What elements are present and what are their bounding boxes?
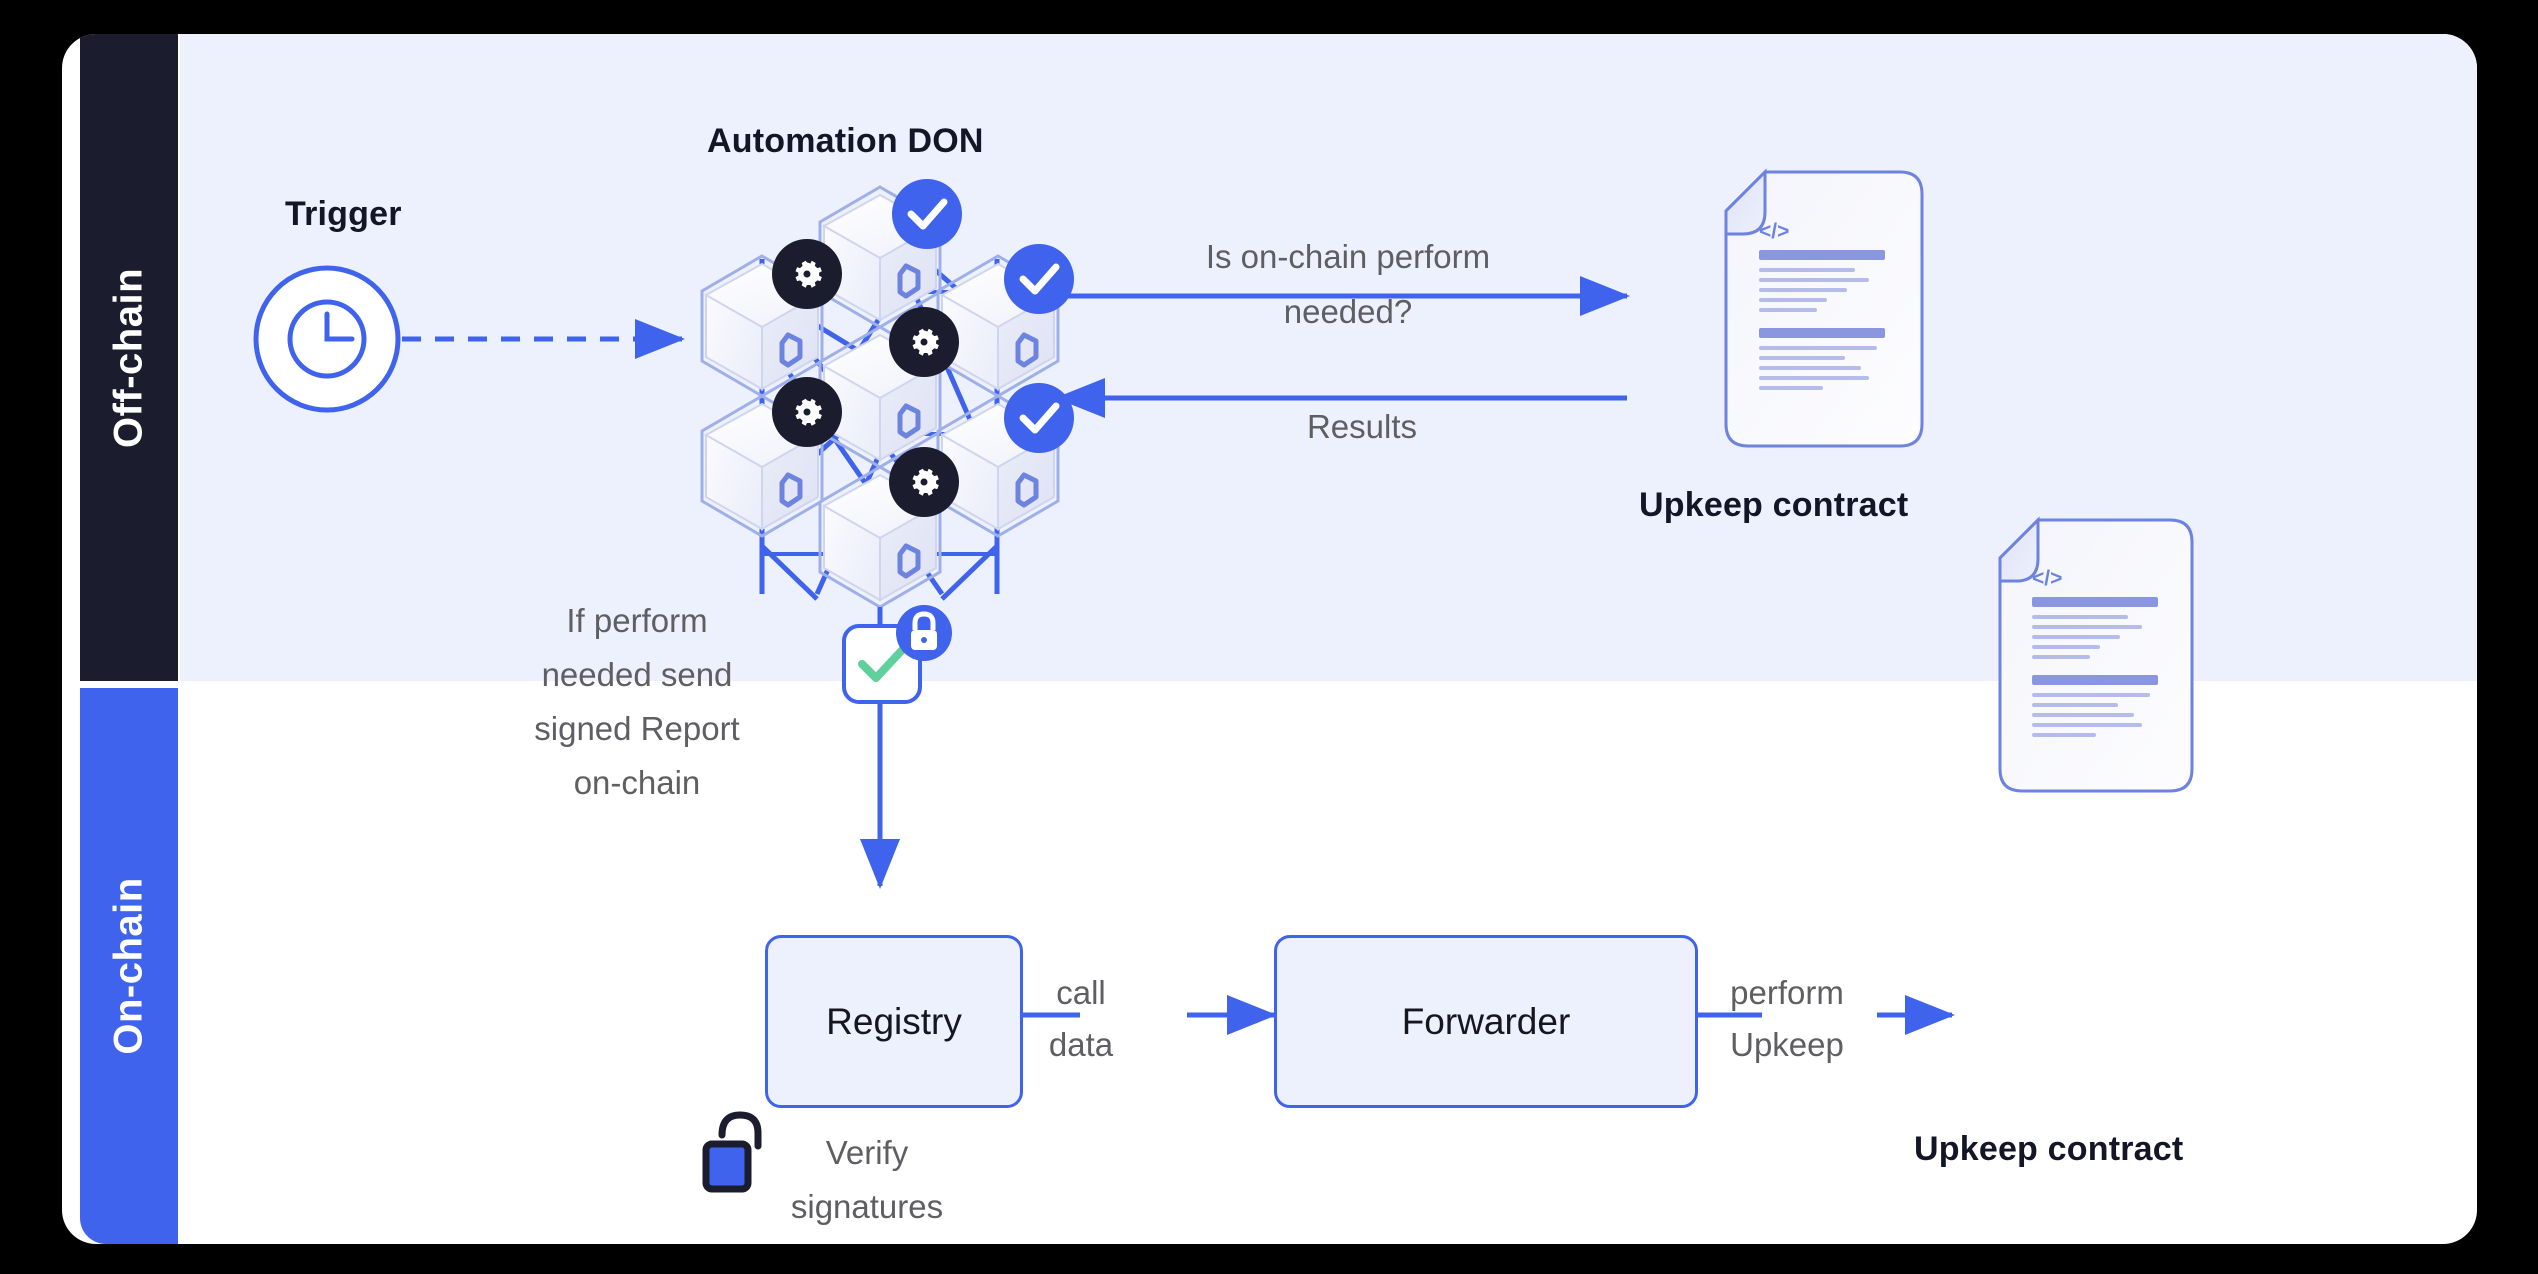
lock-open-icon bbox=[702, 1111, 762, 1193]
svg-text:</>: </> bbox=[1759, 220, 1789, 243]
diagram-card: Off-chain On-chain bbox=[62, 34, 2477, 1244]
gear-circle-icon bbox=[772, 377, 842, 447]
lane-label-off-chain: Off-chain bbox=[80, 34, 178, 681]
edge-label-signed-report-line3: signed Report bbox=[534, 710, 740, 747]
edge-label-signed-report-line4: on-chain bbox=[573, 764, 701, 801]
edge-label-verify-signatures-line1: Verify bbox=[825, 1134, 909, 1171]
diagram-vector-layer: </> bbox=[253, 168, 2194, 1193]
forwarder-label: Forwarder bbox=[1401, 1000, 1571, 1042]
edge-label-signed-report-line2: needed send bbox=[541, 656, 733, 693]
edge-label-is-perform-needed-line2: needed? bbox=[1283, 293, 1413, 330]
edge-label-verify-signatures-line2: signatures bbox=[790, 1188, 944, 1225]
code-document-icon: </> bbox=[1998, 516, 2194, 793]
edge-label-perform-upkeep-line1: perform bbox=[1730, 974, 1844, 1011]
svg-text:</>: </> bbox=[2032, 567, 2062, 590]
don-title: Automation DON bbox=[707, 122, 984, 160]
registry-label: Registry bbox=[826, 1000, 962, 1042]
upkeep-contract-bottom-label: Upkeep contract bbox=[1914, 1130, 2184, 1168]
edge-label-call-data-line2: data bbox=[1048, 1026, 1114, 1063]
gear-circle-icon bbox=[889, 447, 959, 517]
lock-closed-icon bbox=[896, 605, 952, 661]
edge-label-call-data-line1: call bbox=[1056, 974, 1106, 1011]
check-circle-icon bbox=[1004, 383, 1074, 453]
code-document-icon: </> bbox=[1724, 168, 1924, 448]
forwarder-box[interactable]: Forwarder bbox=[1274, 935, 1698, 1108]
edge-label-perform-upkeep-line2: Upkeep bbox=[1730, 1026, 1844, 1063]
lane-label-on-chain: On-chain bbox=[80, 688, 178, 1244]
clock-icon bbox=[253, 265, 401, 413]
gear-circle-icon bbox=[772, 239, 842, 309]
check-circle-icon bbox=[1004, 244, 1074, 314]
trigger-label: Trigger bbox=[285, 195, 402, 233]
don-node-upper-left bbox=[700, 254, 824, 398]
check-circle-icon bbox=[892, 179, 962, 249]
edge-label-is-perform-needed-line1: Is on-chain perform bbox=[1205, 238, 1491, 275]
edge-label-signed-report-line1: If perform bbox=[566, 602, 708, 639]
registry-box[interactable]: Registry bbox=[765, 935, 1023, 1108]
gear-circle-icon bbox=[889, 307, 959, 377]
edge-label-results: Results bbox=[1238, 402, 1486, 452]
upkeep-contract-top-label: Upkeep contract bbox=[1639, 486, 1909, 524]
